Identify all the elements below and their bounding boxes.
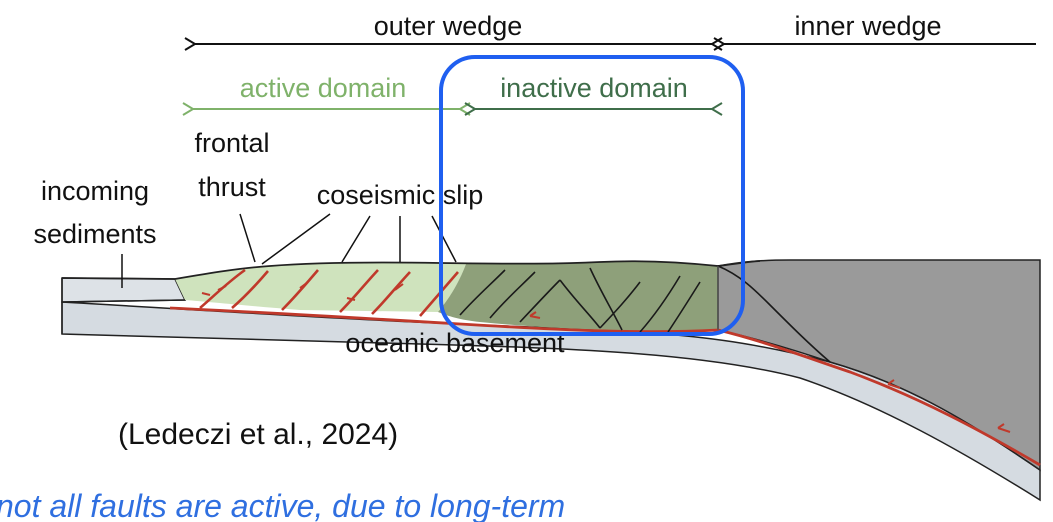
coseismic-slip-label: coseismic slip [317,180,484,210]
inactive-domain-label: inactive domain [500,73,688,103]
backstop-fault [717,265,831,363]
citation: (Ledeczi et al., 2024) [118,418,399,451]
coseismic-slip-leaders [261,213,457,265]
active-domain-label: active domain [240,73,407,103]
incoming-sediments-layer [61,277,187,303]
active-domain-wedge [175,262,466,312]
incoming-label: incoming [41,176,149,206]
slip-arrow [997,423,1011,433]
inner-wedge-label: inner wedge [794,11,941,41]
slide-note: not all faults are active, due to long-t… [0,488,566,522]
inactive-domain-wedge [438,261,718,331]
outer-wedge-label: outer wedge [374,11,523,41]
sediments-label: sediments [33,219,156,249]
plate-interface-fault [169,306,1041,467]
active-thrust-faults [199,268,459,317]
inactive-faults [459,267,701,333]
sediment-basement-boundary [61,299,186,303]
frontal-label: frontal [194,128,269,158]
inactive-domain-highlight-box [439,55,745,336]
seafloor-surface [61,260,761,280]
inner-wedge-backstop [717,259,1041,472]
frontal-thrust-leader [239,213,256,263]
slip-arrow [887,379,901,389]
slip-arrow [529,311,541,319]
thrust-label: thrust [198,172,266,202]
